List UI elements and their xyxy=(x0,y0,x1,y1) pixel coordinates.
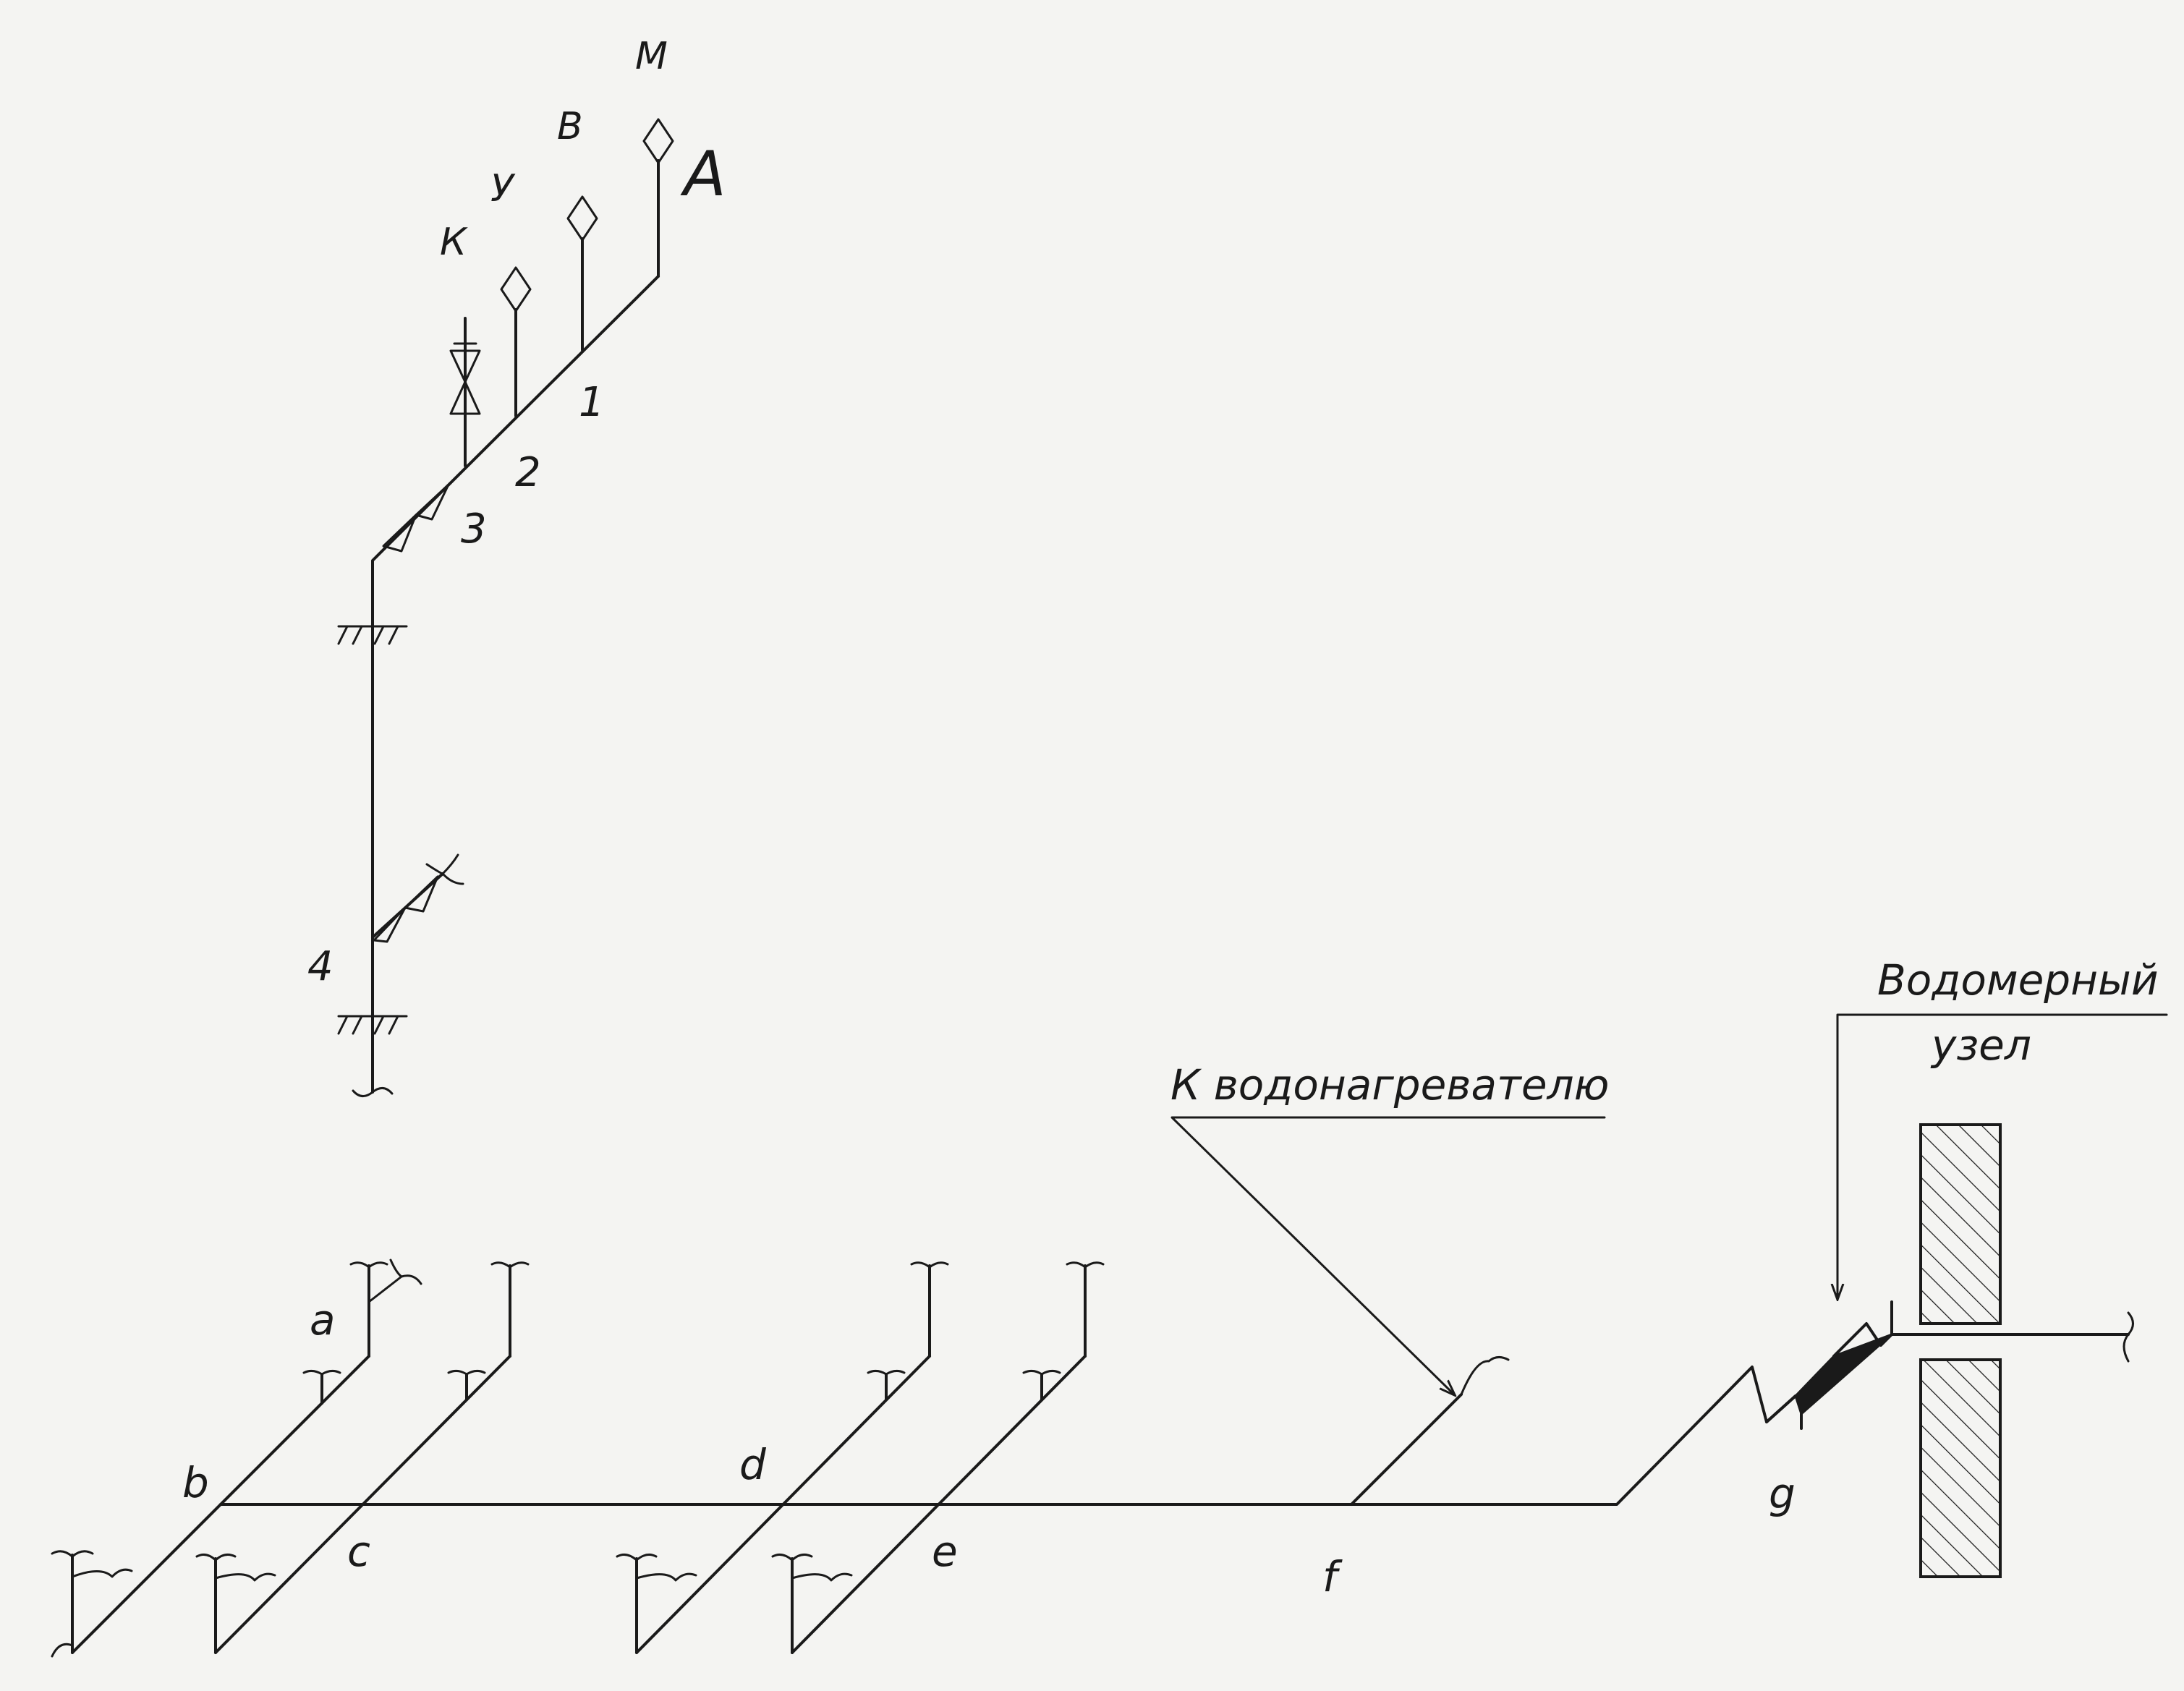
point-label-d: d xyxy=(739,1440,767,1489)
gate-valve-node-3 xyxy=(382,483,450,553)
meter-annotation-line1: Водомерный xyxy=(1877,955,2159,1005)
fixture-label-b: В xyxy=(557,105,583,148)
pipe-break-symbol xyxy=(352,1087,394,1097)
distribution-main: a b c d e f g xyxy=(51,1258,1797,1658)
node-label-3: 3 xyxy=(461,506,487,553)
meter-annotation-line2: узел xyxy=(1930,1021,2031,1070)
point-label-b: b xyxy=(182,1458,209,1507)
point-label-c: c xyxy=(347,1527,370,1576)
fixture-b-tap xyxy=(566,195,598,352)
heater-callout: К водонагревателю xyxy=(1170,1060,1609,1394)
node-label-2: 2 xyxy=(515,449,541,496)
wall-lower xyxy=(1919,1358,2002,1578)
riser-top-label: А xyxy=(680,138,726,210)
fixture-y-tap xyxy=(500,266,532,417)
branch-group-d xyxy=(616,1261,949,1654)
wall-upper xyxy=(1919,1123,2002,1325)
fixture-m-tap xyxy=(642,118,674,164)
branch-group-e xyxy=(771,1261,1105,1654)
fixture-k-valve xyxy=(449,317,481,467)
branch-to-water-heater xyxy=(1350,1356,1510,1506)
floor-slab-marker-lower xyxy=(337,1015,408,1035)
riser-pipe xyxy=(371,547,386,1094)
branch-group-c xyxy=(195,1261,530,1654)
fixture-label-y: У xyxy=(490,167,516,210)
point-label-g: g xyxy=(1769,1469,1796,1518)
node-label-4: 4 xyxy=(307,943,333,990)
riser-branch-pipe xyxy=(383,275,660,550)
branch-group-b xyxy=(51,1258,422,1658)
point-label-f: f xyxy=(1322,1552,1343,1601)
heater-annotation: К водонагревателю xyxy=(1170,1060,1609,1109)
floor-slab-marker-upper xyxy=(337,625,408,645)
point-label-e: e xyxy=(932,1527,958,1576)
gate-valve-node-4 xyxy=(371,853,464,943)
fixture-label-m: М xyxy=(635,35,668,78)
point-label-a: a xyxy=(310,1295,336,1345)
riser-system: К У В М А 1 2 3 4 xyxy=(307,35,726,1097)
water-meter-assembly xyxy=(1765,1123,2134,1578)
fixture-label-k: К xyxy=(440,221,468,264)
node-label-1: 1 xyxy=(579,379,605,426)
meter-callout: Водомерный узел xyxy=(1837,955,2168,1298)
